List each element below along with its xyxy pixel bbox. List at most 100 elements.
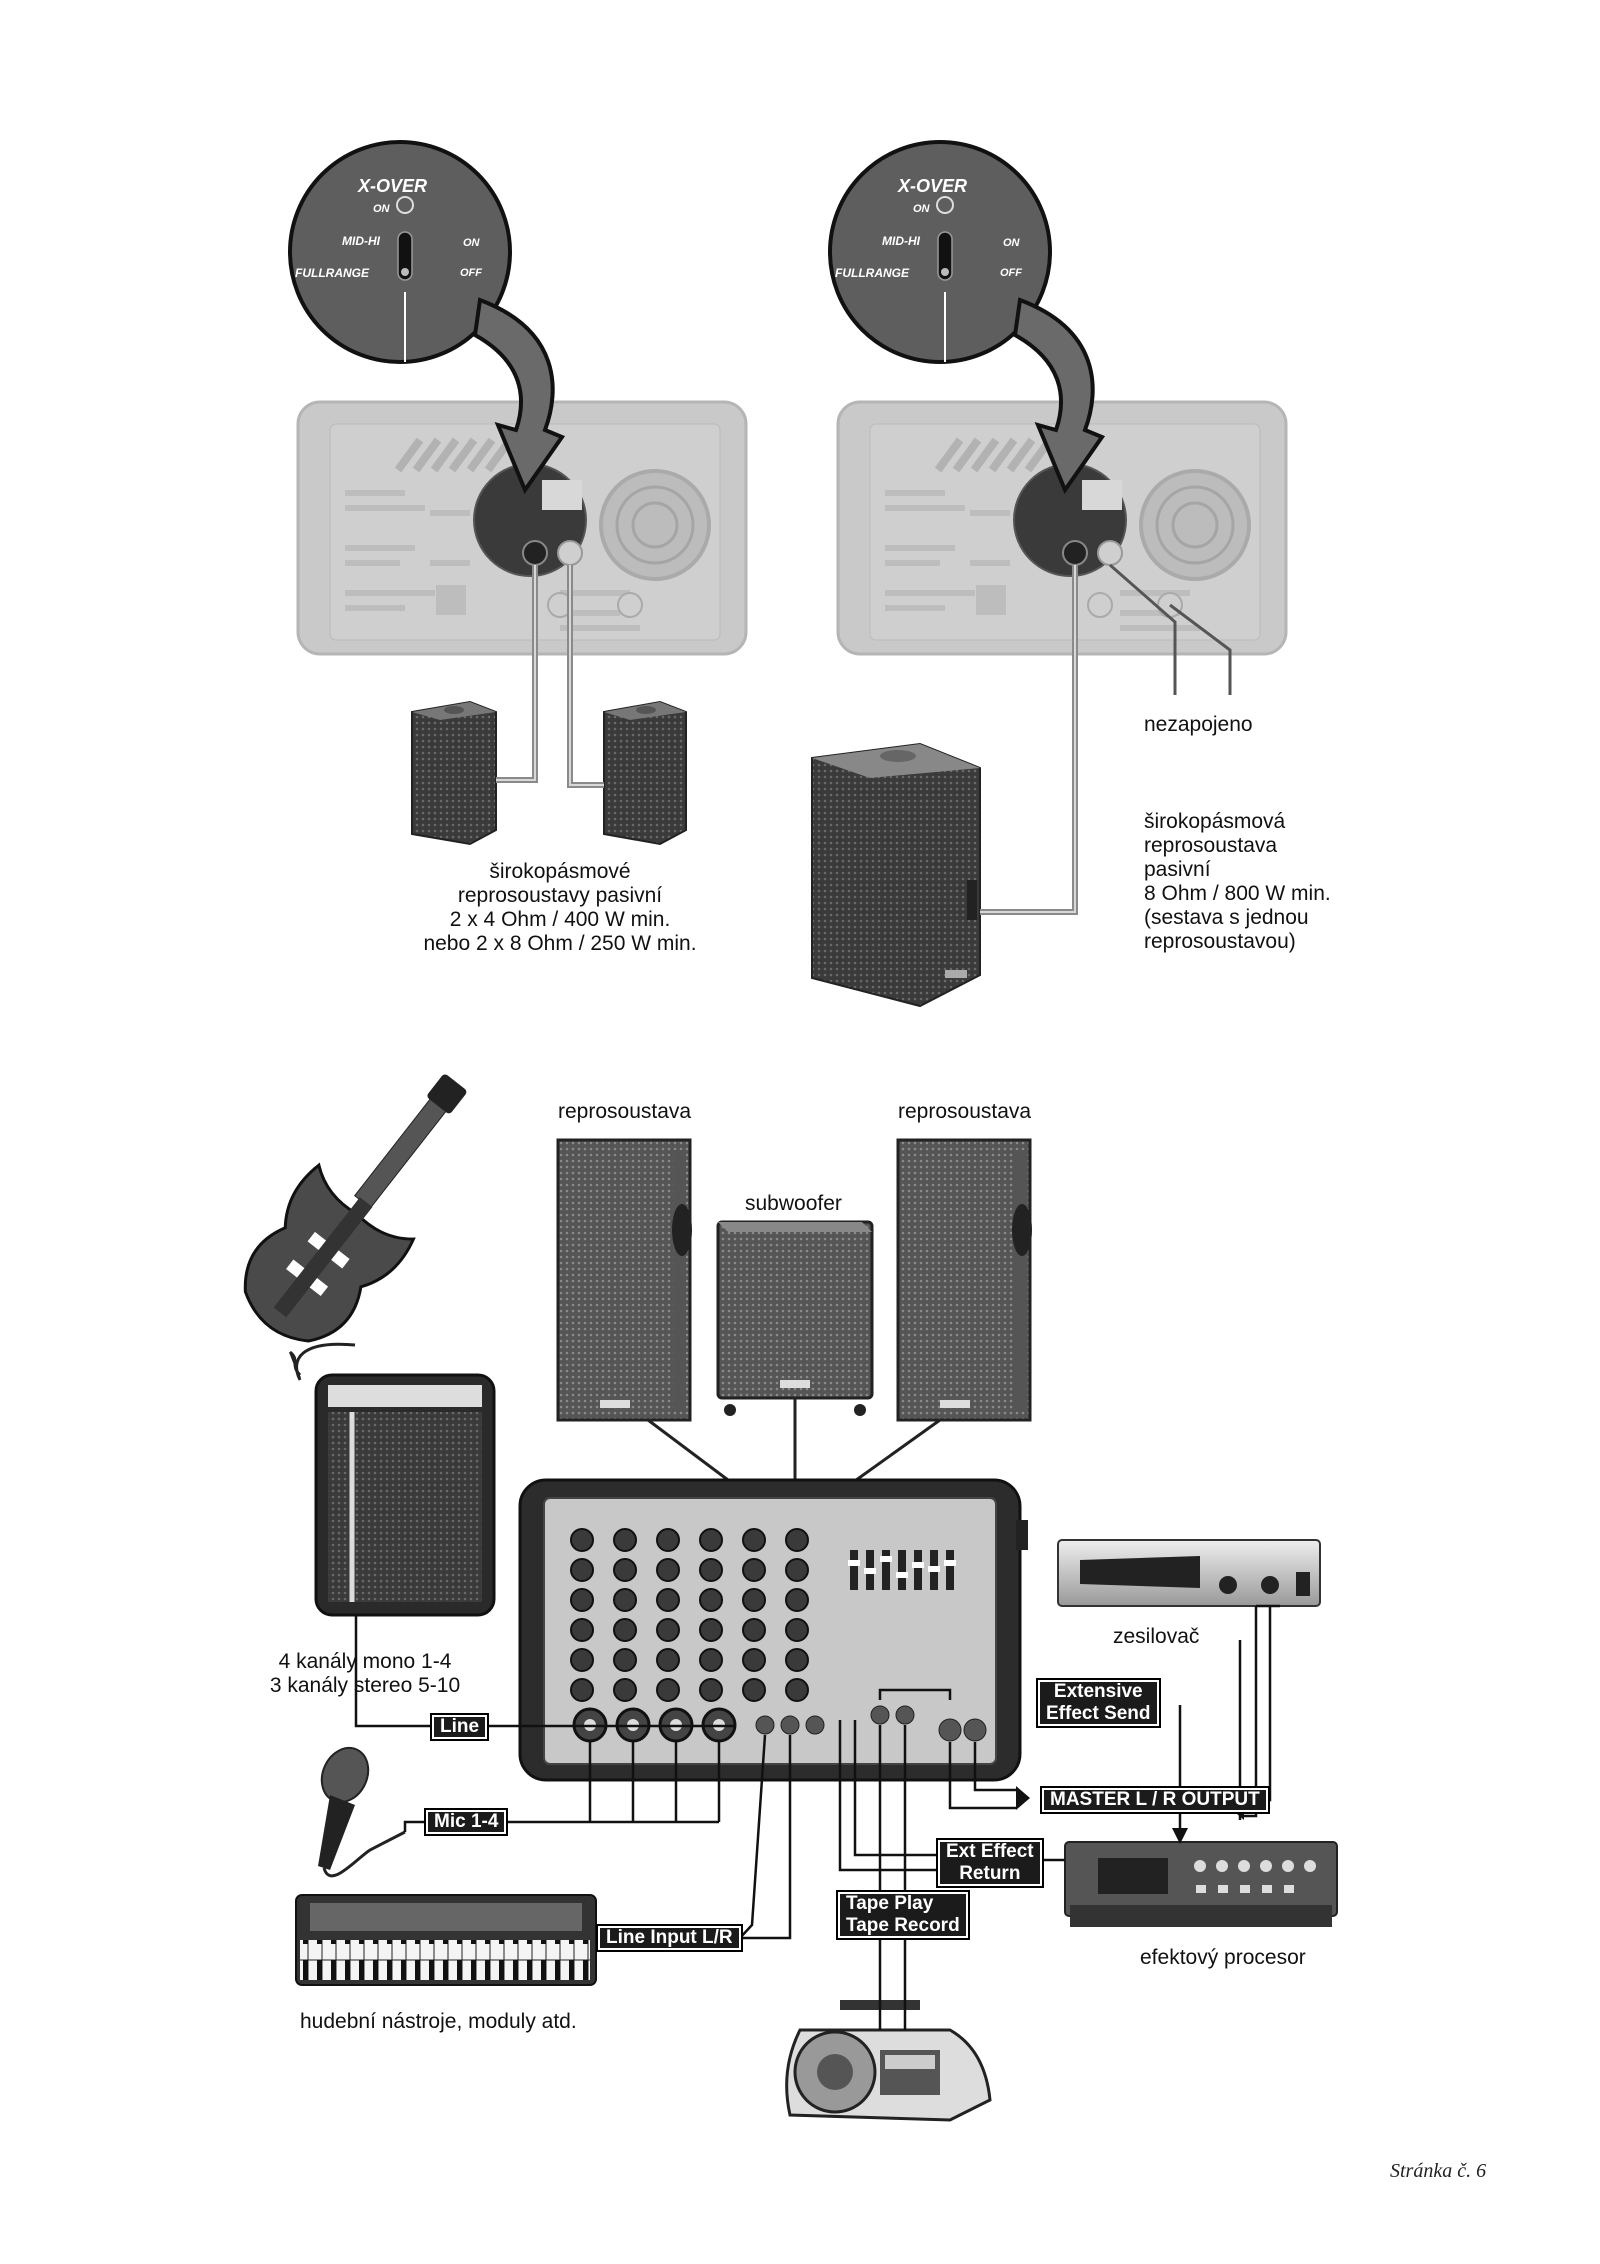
svg-text:FULLRANGE: FULLRANGE xyxy=(295,266,370,280)
mixer-knob xyxy=(613,1618,637,1642)
powered-mixer xyxy=(518,1478,1028,1782)
channels-stereo-text: 3 kanály stereo 5-10 xyxy=(269,1674,461,1697)
subwoofer-label: subwoofer xyxy=(745,1192,842,1215)
mixer-knob xyxy=(699,1678,723,1702)
mixer-knob xyxy=(570,1678,594,1702)
svg-text:MID-HI: MID-HI xyxy=(342,234,381,248)
xover-switch xyxy=(397,231,413,281)
caption-line: reprosoustavou) xyxy=(1144,930,1296,953)
caption-line: pasivní xyxy=(1144,858,1211,881)
page-number: Stránka č. 6 xyxy=(1390,2160,1487,2182)
tag-ext-send-line1: Extensive xyxy=(1053,1681,1143,1702)
svg-text:ON: ON xyxy=(463,237,481,249)
mixer-knob xyxy=(785,1618,809,1642)
speaker-right xyxy=(896,1138,1032,1422)
mixer-knob xyxy=(699,1528,723,1552)
led-icon xyxy=(396,196,414,214)
svg-text:X-OVER: X-OVER xyxy=(897,176,967,196)
not-connected-line-2 xyxy=(1169,603,1232,695)
mixer-knob xyxy=(656,1528,680,1552)
not-connected-label: nezapojeno xyxy=(1144,713,1253,736)
guitar-combo-amp xyxy=(314,1373,496,1617)
mixer-knob xyxy=(785,1648,809,1672)
mixer-knob xyxy=(570,1558,594,1582)
caption-line: reprosoustava xyxy=(1144,834,1278,857)
mixer-knob xyxy=(613,1558,637,1582)
mixer-knob xyxy=(570,1528,594,1552)
mixer-knob xyxy=(613,1588,637,1612)
mixer-knob xyxy=(613,1648,637,1672)
cd-tape-player xyxy=(785,2000,992,2122)
top-right-setup: X-OVER ON MID-HI FULLRANGE ON OFF xyxy=(811,140,1288,1008)
svg-text:ON: ON xyxy=(373,203,391,215)
tag-ext-return-line2: Return xyxy=(959,1863,1021,1884)
top-left-caption: širokopásmové reprosoustavy pasivní 2 x … xyxy=(380,860,740,956)
electric-guitar-icon xyxy=(243,1074,467,1343)
svg-text:OFF: OFF xyxy=(460,267,482,279)
mixer-knob xyxy=(699,1558,723,1582)
caption-line: širokopásmová xyxy=(1144,810,1286,833)
amplifier-label: zesilovač xyxy=(1113,1625,1200,1648)
speaker-right-label: reprosoustava xyxy=(898,1100,1032,1123)
tag-master-output: MASTER L / R OUTPUT xyxy=(1040,1786,1270,1814)
tag-line: Line xyxy=(430,1713,490,1741)
speaker-left-label: reprosoustava xyxy=(558,1100,692,1123)
speakon-output-2 xyxy=(557,540,583,566)
mixer-knob xyxy=(742,1648,766,1672)
passive-speaker-left xyxy=(411,700,497,846)
mixer-knob xyxy=(613,1528,637,1552)
mixer-knob xyxy=(656,1558,680,1582)
mixer-knob xyxy=(699,1648,723,1672)
mixer-knob xyxy=(570,1588,594,1612)
svg-text:OFF: OFF xyxy=(1000,267,1022,279)
tag-tape-record: Tape Record xyxy=(846,1915,960,1936)
mixer-knob xyxy=(742,1558,766,1582)
effects-processor-label: efektový procesor xyxy=(1140,1946,1306,1969)
subwoofer-cabinet xyxy=(716,1220,874,1416)
power-amplifier xyxy=(1057,1539,1321,1607)
channels-label: 4 kanály mono 1-4 3 kanály stereo 5-10 xyxy=(250,1650,480,1698)
mixer-knob xyxy=(613,1678,637,1702)
tag-mic: Mic 1-4 xyxy=(424,1808,509,1836)
tag-ext-send-line2: Effect Send xyxy=(1046,1703,1151,1724)
mixer-knob xyxy=(570,1648,594,1672)
mixer-knob xyxy=(785,1588,809,1612)
tag-ext-effect-send: Extensive Effect Send xyxy=(1036,1678,1161,1728)
caption-line: 8 Ohm / 800 W min. xyxy=(1144,882,1331,905)
mixer-knob xyxy=(785,1528,809,1552)
zoom-arrow-icon xyxy=(472,297,566,495)
mixer-knob xyxy=(699,1618,723,1642)
speakon-output-2 xyxy=(1097,540,1123,566)
led-icon xyxy=(936,196,954,214)
mixer-knob xyxy=(656,1588,680,1612)
svg-text:X-OVER: X-OVER xyxy=(357,176,427,196)
top-right-caption: širokopásmová reprosoustava pasivní 8 Oh… xyxy=(1144,810,1331,954)
tag-ext-effect-return: Ext Effect Return xyxy=(936,1838,1044,1888)
not-connected-line-1 xyxy=(1109,563,1177,695)
keyboard-instrument xyxy=(295,1894,597,1986)
microphone-icon xyxy=(318,1746,370,1870)
passive-speaker-single xyxy=(811,742,981,1008)
speakon-output-1 xyxy=(522,540,548,566)
tag-ext-return-line1: Ext Effect xyxy=(946,1841,1034,1862)
mixer-knob xyxy=(699,1588,723,1612)
mixer-knob xyxy=(656,1648,680,1672)
caption-line: (sestava s jednou xyxy=(1144,906,1309,929)
speakon-output-1 xyxy=(1062,540,1088,566)
svg-text:ON: ON xyxy=(1003,237,1021,249)
zoom-arrow-icon xyxy=(1012,297,1106,495)
mixer-knob xyxy=(785,1678,809,1702)
caption-line: 2 x 4 Ohm / 400 W min. xyxy=(449,908,671,931)
top-left-setup: X-OVER ON MID-HI FULLRANGE ON OFF xyxy=(288,140,748,846)
mixer-knob xyxy=(656,1678,680,1702)
mixer-knob xyxy=(742,1528,766,1552)
channels-mono-text: 4 kanály mono 1-4 xyxy=(278,1650,452,1673)
caption-line: reprosoustavy pasivní xyxy=(457,884,663,907)
svg-text:MID-HI: MID-HI xyxy=(882,234,921,248)
mixer-knob xyxy=(785,1558,809,1582)
tag-line-input: Line Input L/R xyxy=(596,1924,743,1952)
mixer-knob xyxy=(742,1618,766,1642)
tag-tape-play: Tape Play xyxy=(846,1893,934,1914)
